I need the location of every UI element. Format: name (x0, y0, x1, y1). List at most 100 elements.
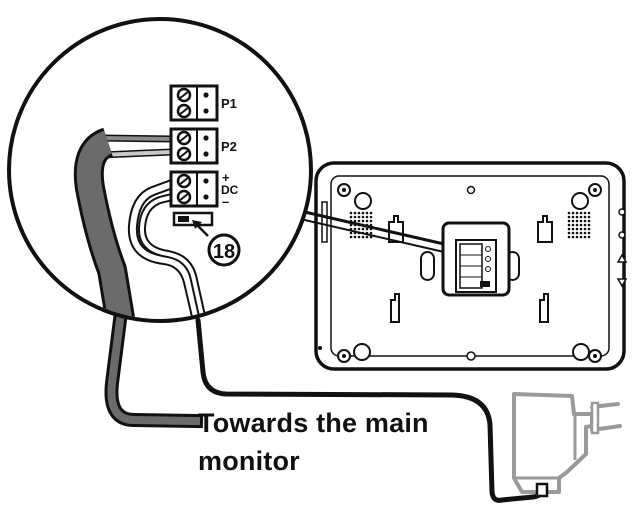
grille-dot (575, 231, 579, 235)
grille-dot (583, 223, 587, 227)
grille-dot (567, 215, 571, 219)
grille-dot (587, 215, 591, 219)
caption-towards-main-monitor: Towards the main monitor (198, 404, 458, 480)
grille-dot (583, 219, 587, 223)
grille-dot (587, 211, 591, 215)
callout-number: 18 (213, 241, 235, 263)
grille-dot (353, 235, 357, 239)
keyhole-slot (537, 215, 553, 243)
grille-dot (575, 211, 579, 215)
grille-dot (349, 235, 353, 239)
zoom-leader-line (295, 208, 445, 246)
grille-dot (575, 215, 579, 219)
grille-dot (579, 211, 583, 215)
grille-dot (369, 215, 373, 219)
grille-dot (353, 215, 357, 219)
terminal-block-p1 (169, 84, 219, 122)
grille-dot (579, 219, 583, 223)
grille-dot (361, 219, 365, 223)
speaker-grille-right (567, 211, 591, 239)
grille-dot (579, 215, 583, 219)
label-dc-plus: + (222, 170, 230, 185)
grille-dot (583, 235, 587, 239)
grille-dot (567, 223, 571, 227)
grille-dot (587, 235, 591, 239)
grille-dot (369, 211, 373, 215)
grille-dot (365, 235, 369, 239)
oval-slot (420, 251, 435, 281)
keyhole-slot (390, 293, 400, 323)
keyhole-slot (539, 293, 549, 323)
grille-dot (575, 235, 579, 239)
grille-dot (567, 235, 571, 239)
mount-hole (571, 192, 589, 210)
grille-dot (579, 231, 583, 235)
grille-dot (587, 231, 591, 235)
label-dc: DC (221, 183, 239, 197)
grille-dot (349, 231, 353, 235)
grille-dot (369, 231, 373, 235)
grille-dot (365, 219, 369, 223)
grille-dot (583, 231, 587, 235)
grille-dot (349, 215, 353, 219)
grille-dot (587, 223, 591, 227)
mount-hole (354, 192, 372, 210)
grille-dot (579, 227, 583, 231)
grille-dot (587, 227, 591, 231)
grille-dot (571, 223, 575, 227)
grille-dot (575, 219, 579, 223)
grille-dot (571, 219, 575, 223)
grille-dot (357, 227, 361, 231)
terminal-module (441, 221, 511, 297)
callout-arrow-icon (192, 220, 209, 237)
grille-dot (583, 211, 587, 215)
grille-dot (353, 219, 357, 223)
grille-dot (369, 219, 373, 223)
grille-dot (349, 211, 353, 215)
bus-cable (104, 312, 204, 429)
mount-hole (353, 343, 371, 361)
power-adapter (512, 392, 622, 498)
grille-dot (357, 219, 361, 223)
grille-dot (357, 235, 361, 239)
grille-dot (365, 211, 369, 215)
grille-dot (575, 223, 579, 227)
grille-dot (583, 227, 587, 231)
terminal-block-dc (169, 170, 219, 208)
grille-dot (571, 227, 575, 231)
grille-dot (575, 227, 579, 231)
screw-hole (588, 183, 602, 197)
grille-dot (583, 215, 587, 219)
grille-dot (353, 227, 357, 231)
label-dc-minus: – (222, 194, 229, 209)
grille-dot (567, 227, 571, 231)
grille-dot (579, 223, 583, 227)
mount-hole (466, 185, 476, 195)
monitor-back-panel (314, 161, 628, 371)
grille-dot (349, 223, 353, 227)
grille-dot (571, 215, 575, 219)
grille-dot (357, 215, 361, 219)
grille-dot (357, 211, 361, 215)
grille-dot (571, 235, 575, 239)
grille-dot (361, 211, 365, 215)
side-buttons (616, 208, 628, 288)
grille-dot (587, 219, 591, 223)
caption-line-2: monitor (198, 446, 300, 476)
mount-hole (466, 351, 476, 361)
side-slot (321, 201, 328, 243)
label-p2: P2 (221, 139, 237, 154)
grille-dot (567, 231, 571, 235)
grille-dot (365, 227, 369, 231)
grille-dot (365, 215, 369, 219)
zoom-detail-circle: P1 P2 + DC – 18 (7, 17, 313, 323)
grille-dot (571, 211, 575, 215)
grille-dot (361, 227, 365, 231)
label-p1: P1 (221, 96, 237, 111)
grille-dot (353, 211, 357, 215)
screw-hole (337, 183, 351, 197)
callout-badge: 18 (207, 233, 241, 267)
config-switch (172, 211, 214, 227)
grille-dot (571, 231, 575, 235)
